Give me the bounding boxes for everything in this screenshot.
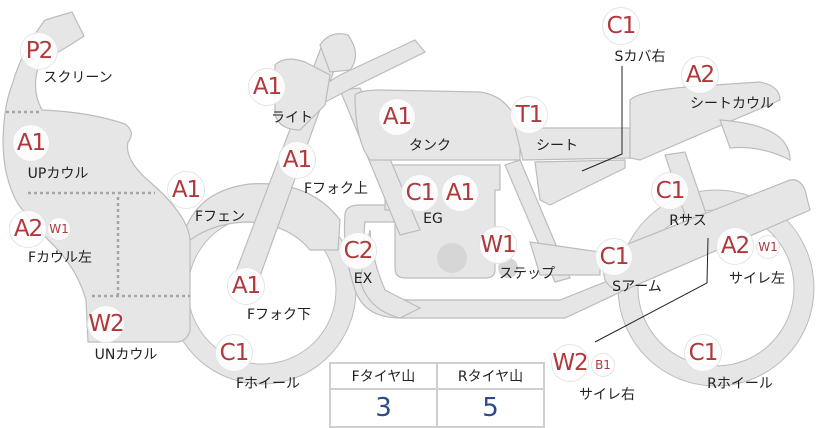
label-seat: シート — [536, 138, 578, 154]
front-tire-header: Fタイヤ山 — [329, 362, 438, 390]
grade-badge-swing-arm[interactable]: C1 — [595, 238, 633, 276]
grade-badge-f-wheel[interactable]: C1 — [215, 334, 253, 372]
grade-badge-engine-1[interactable]: C1 — [401, 174, 439, 212]
label-exhaust: EX — [353, 271, 373, 287]
label-f-fork-upper: Fフォク上 — [303, 181, 369, 197]
side-cover-leader-line — [581, 66, 623, 172]
label-un-cowl: UNカウル — [94, 347, 158, 363]
label-f-fork-lower: Fフォク下 — [246, 307, 312, 323]
label-light: ライト — [271, 110, 313, 126]
grade-badge-screen[interactable]: P2 — [20, 32, 58, 70]
label-side-cover-right: Sカバ右 — [614, 49, 666, 65]
label-step: ステップ — [499, 266, 555, 282]
rear-tire-value: 5 — [436, 388, 545, 428]
grade-badge-exhaust[interactable]: C2 — [339, 232, 377, 270]
grade-badge-silencer-right[interactable]: W2 — [551, 344, 589, 382]
label-seat-cowl: シートカウル — [690, 96, 774, 112]
grade-badge-engine-2[interactable]: A1 — [441, 174, 479, 212]
label-up-cowl: UPカウル — [27, 166, 89, 182]
label-silencer-left: サイレ左 — [729, 271, 785, 287]
grade-badge-seat-cowl[interactable]: A2 — [681, 56, 719, 94]
side-cover-shape — [534, 159, 626, 206]
light-shape — [274, 58, 331, 131]
swing-arm-shape — [599, 179, 811, 291]
grade-badge-f-fork-upper[interactable]: A1 — [278, 141, 316, 179]
label-tank: タンク — [409, 138, 451, 154]
grade-badge-seat[interactable]: T1 — [510, 96, 548, 134]
label-r-wheel: Rホイール — [707, 376, 773, 392]
silencer-leader-line — [594, 237, 709, 343]
label-screen: スクリーン — [43, 70, 113, 86]
grade-badge-step[interactable]: W1 — [479, 226, 517, 264]
grade-badge-tank[interactable]: A1 — [378, 98, 416, 136]
grade-badge-f-fender[interactable]: A1 — [167, 171, 205, 209]
sub-badge-silencer-left[interactable]: W1 — [756, 235, 780, 259]
grade-badge-light[interactable]: A1 — [248, 68, 286, 106]
rear-tire-header: Rタイヤ山 — [436, 362, 545, 390]
tire-tread-table: Fタイヤ山 Rタイヤ山 3 5 — [329, 362, 545, 428]
grade-badge-r-suspension[interactable]: C1 — [651, 172, 689, 210]
grade-badge-side-cover-right[interactable]: C1 — [602, 7, 640, 45]
label-f-cowl-left: Fカウル左 — [27, 250, 93, 266]
label-f-fender: Fフェン — [194, 209, 246, 225]
label-engine: EG — [423, 211, 443, 227]
front-tire-value: 3 — [329, 388, 438, 428]
grade-badge-f-cowl-left[interactable]: A2 — [9, 210, 47, 248]
grade-badge-r-wheel[interactable]: C1 — [684, 334, 722, 372]
grade-badge-un-cowl[interactable]: W2 — [87, 305, 125, 343]
front-cowl-shape — [2, 11, 191, 343]
label-swing-arm: Sアーム — [612, 279, 662, 295]
label-r-suspension: Rサス — [669, 213, 707, 229]
grade-badge-silencer-left[interactable]: A2 — [716, 227, 754, 265]
seat-cowl-shape — [629, 81, 781, 161]
sub-badge-f-cowl-left[interactable]: W1 — [47, 217, 71, 241]
label-silencer-right: サイレ右 — [579, 387, 635, 403]
sub-badge-silencer-right[interactable]: B1 — [591, 353, 615, 377]
grade-badge-f-fork-lower[interactable]: A1 — [227, 267, 265, 305]
label-f-wheel: Fホイール — [235, 376, 301, 392]
grade-badge-up-cowl[interactable]: A1 — [12, 124, 50, 162]
